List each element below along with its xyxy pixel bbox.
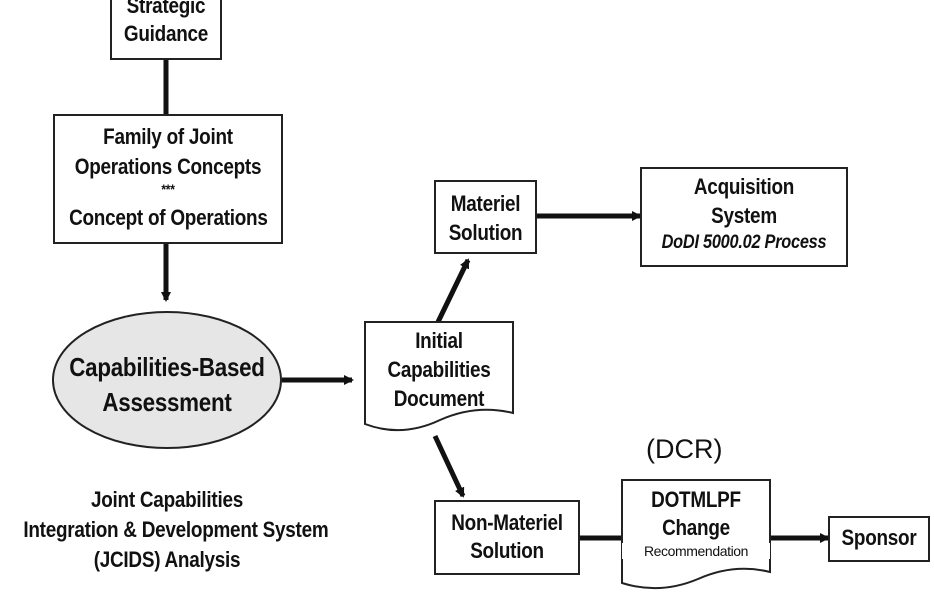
acquisition-system-box [640,167,848,267]
non-materiel-line2: Solution [470,538,544,563]
non-materiel-solution-box [434,500,580,575]
icd-line1: Initial [415,328,463,353]
cba-ellipse [52,311,282,449]
strategic-guidance-box [110,0,222,60]
family-concepts-box [53,114,283,244]
non-materiel-line1: Non-Materiel [451,510,563,535]
sponsor-box [828,516,930,562]
icd-document-shape [364,321,514,432]
family-concepts-separator: *** [161,181,175,197]
cba-line1: Capabilities-Based [69,352,265,382]
icd-line3: Document [393,386,485,411]
arrow-icd-to-nonmateriel [432,434,466,498]
materiel-line1: Materiel [450,191,521,216]
strategic-guidance-line2: Guidance [123,21,209,46]
jcids-caption-line3: (JCIDS) Analysis [93,547,241,572]
family-concepts-line1: Family of Joint [103,124,233,149]
dcr-label: (DCR) [646,434,723,464]
materiel-line2: Solution [448,220,523,245]
materiel-solution-box [434,180,537,254]
icd-line2: Capabilities [387,357,491,382]
dotmlpf-line2: Change [662,515,730,540]
acquisition-subtitle: DoDI 5000.02 Process [661,232,827,253]
strategic-guidance-line1: Strategic [126,0,206,18]
dotmlpf-document-shape [621,479,771,590]
dotmlpf-line1: DOTMLPF [651,487,741,512]
family-concepts-line2: Operations Concepts [74,154,262,179]
family-concepts-line4: Concept of Operations [69,205,268,230]
acquisition-line2: System [711,203,777,228]
dotmlpf-recommendation: Recommendation [622,543,770,559]
sponsor-label: Sponsor [841,525,917,550]
jcids-caption-line1: Joint Capabilities [90,487,244,512]
jcids-caption-line2: Integration & Development System [23,517,329,542]
acquisition-line1: Acquisition [693,174,795,199]
arrow-icd-to-materiel [435,258,471,324]
cba-line2: Assessment [102,387,232,417]
